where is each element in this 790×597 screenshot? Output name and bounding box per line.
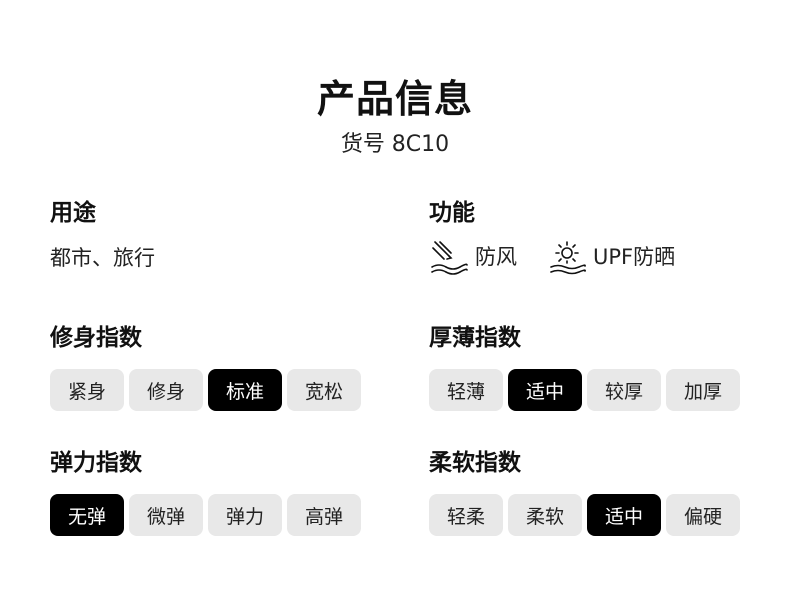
fit-option-standard[interactable]: 标准	[208, 369, 282, 411]
page-title: 产品信息	[316, 77, 473, 121]
thickness-option-thicker[interactable]: 较厚	[587, 369, 661, 411]
usage-section: 用途 都市、旅行	[50, 197, 370, 273]
function-label-upf: UPF防晒	[593, 245, 676, 269]
wind-icon	[431, 241, 468, 275]
elasticity-option-slight[interactable]: 微弹	[129, 494, 203, 536]
function-section: 功能 防风 UPF防晒	[429, 197, 769, 275]
softness-option-firm[interactable]: 偏硬	[666, 494, 740, 536]
fit-option-tight[interactable]: 紧身	[50, 369, 124, 411]
fit-heading: 修身指数	[50, 325, 142, 351]
function-item-upf: UPF防晒	[547, 239, 675, 275]
softness-heading: 柔软指数	[429, 450, 521, 476]
sun-icon	[550, 241, 586, 275]
thickness-section: 厚薄指数 轻薄 适中 较厚 加厚	[429, 322, 749, 411]
elasticity-heading: 弹力指数	[50, 450, 142, 476]
thickness-option-thin[interactable]: 轻薄	[429, 369, 503, 411]
elasticity-section: 弹力指数 无弹 微弹 弹力 高弹	[50, 447, 370, 536]
thickness-heading: 厚薄指数	[429, 325, 521, 351]
elasticity-option-none[interactable]: 无弹	[50, 494, 124, 536]
fit-section: 修身指数 紧身 修身 标准 宽松	[50, 322, 370, 411]
thickness-option-moderate[interactable]: 适中	[508, 369, 582, 411]
elasticity-option-high[interactable]: 高弹	[287, 494, 361, 536]
sku-number: 货号 8C10	[340, 132, 450, 157]
elasticity-option-stretch[interactable]: 弹力	[208, 494, 282, 536]
usage-value: 都市、旅行	[50, 246, 155, 270]
softness-option-moderate[interactable]: 适中	[587, 494, 661, 536]
softness-section: 柔软指数 轻柔 柔软 适中 偏硬	[429, 447, 749, 536]
fit-option-slim[interactable]: 修身	[129, 369, 203, 411]
softness-option-soft[interactable]: 柔软	[508, 494, 582, 536]
function-label-windproof: 防风	[475, 245, 517, 269]
function-item-windproof: 防风	[429, 239, 517, 275]
thickness-option-extra-thick[interactable]: 加厚	[666, 369, 740, 411]
softness-option-light-soft[interactable]: 轻柔	[429, 494, 503, 536]
fit-option-loose[interactable]: 宽松	[287, 369, 361, 411]
usage-heading: 用途	[50, 200, 96, 226]
function-heading: 功能	[429, 200, 475, 226]
